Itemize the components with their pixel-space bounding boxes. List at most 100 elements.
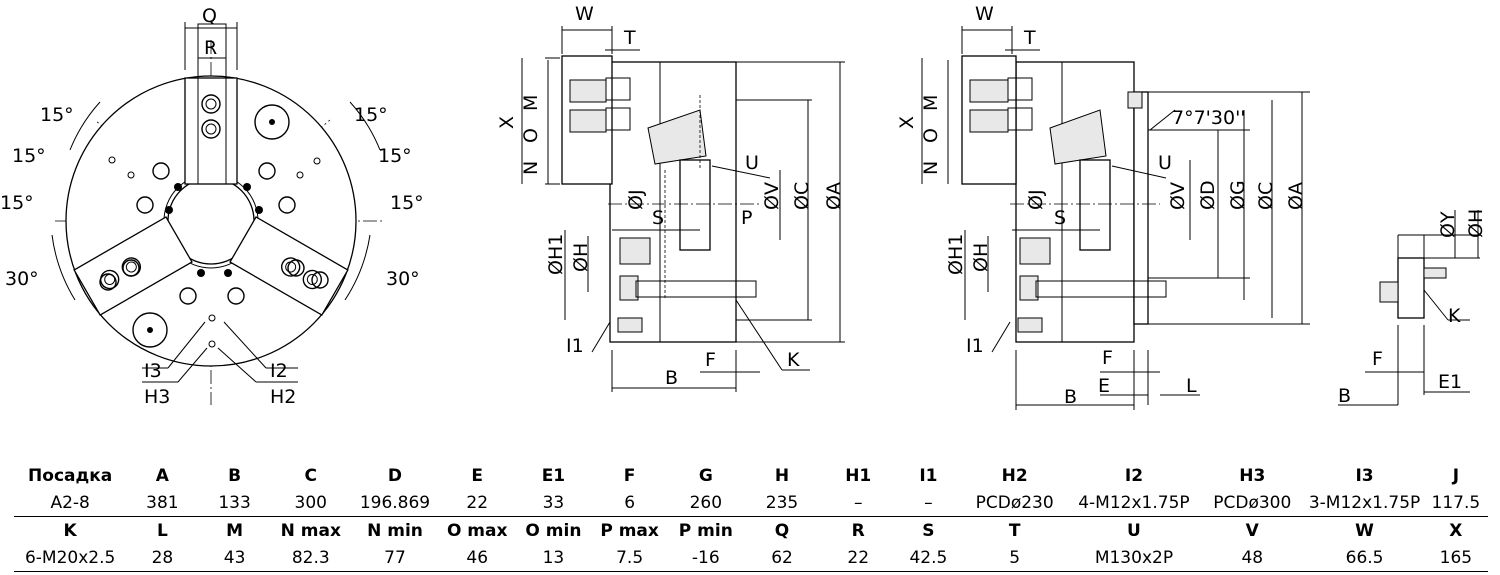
table-cell: M [226, 520, 244, 541]
label-15deg-left-top: 15° [40, 104, 74, 126]
label-S: S [652, 207, 664, 229]
label-L: L [1186, 375, 1197, 397]
table-cell: – [896, 489, 961, 517]
label-G: ØG [1227, 180, 1249, 210]
table-cell: V [1245, 520, 1259, 541]
label-A-2: ØA [1285, 182, 1307, 210]
label-H3: H3 [144, 386, 170, 408]
label-15deg-right-low: 15° [390, 192, 424, 214]
table-cell: E1 [541, 465, 566, 486]
table-cell: Посадка [28, 465, 113, 486]
table-cell: E [471, 465, 484, 486]
table-row-1: A2-8 381 133 300 196.869 22 33 6 260 235… [14, 489, 1488, 517]
table-cell: W [1355, 520, 1374, 541]
table-cell: S [922, 520, 935, 541]
front-view: Q R 15° 15° 15° 15° 15° 15° 30° 30° I3 H… [0, 5, 424, 408]
table-cell: Q [774, 520, 790, 541]
label-F-detail: F [1372, 348, 1383, 370]
label-T: T [623, 27, 636, 49]
label-M-2: M [920, 95, 942, 111]
table-cell: 7.5 [591, 544, 668, 572]
table-cell: 82.3 [270, 544, 351, 572]
label-C-2: ØC [1255, 182, 1277, 210]
label-K: K [787, 349, 800, 371]
table-cell: 260 [667, 489, 744, 517]
label-E1-detail: E1 [1438, 371, 1462, 393]
label-F: F [705, 349, 716, 371]
label-O: O [520, 128, 542, 143]
table-cell: F [623, 465, 636, 486]
label-C: ØC [791, 182, 813, 210]
table-row-2: 6-M20x2.5 28 43 82.3 77 46 13 7.5 -16 62… [14, 544, 1488, 572]
table-cell: 3-M12x1.75P [1305, 489, 1424, 517]
label-K-detail: K [1448, 305, 1461, 327]
label-O-2: O [920, 128, 942, 143]
table-cell: B [228, 465, 242, 486]
table-cell: P min [678, 520, 733, 541]
table-cell: H2 [1001, 465, 1028, 486]
label-I2: I2 [270, 360, 288, 382]
label-X-2: X [896, 116, 918, 129]
table-cell: 165 [1423, 544, 1488, 572]
table-header-row-1: Посадка A B C D E E1 F G H H1 I1 H2 I2 H… [14, 462, 1488, 489]
label-U: U [745, 152, 759, 174]
label-A: ØA [823, 182, 845, 210]
label-H1-2: ØH1 [945, 234, 967, 275]
label-D: ØD [1197, 180, 1219, 210]
table-cell: 42.5 [896, 544, 961, 572]
table-header-row-2: K L M N max N min O max O min P max P mi… [14, 517, 1488, 545]
table-cell: P max [600, 520, 659, 541]
table-cell: 381 [126, 489, 199, 517]
label-S-2: S [1054, 207, 1066, 229]
table-cell: A [155, 465, 169, 486]
side-view-1: W T X M O N U ØJ S P ØV ØC ØA ØH1 ØH I1 … [496, 3, 845, 392]
label-J-2: ØJ [1025, 189, 1047, 210]
label-Y: ØY [1437, 211, 1459, 238]
table-cell: A2-8 [14, 489, 127, 517]
label-15deg-right-top: 15° [354, 104, 388, 126]
label-Q: Q [202, 5, 217, 27]
table-cell: G [698, 465, 713, 486]
table-cell: 196.869 [350, 489, 440, 517]
label-W: W [575, 3, 594, 25]
label-30deg-left: 30° [5, 268, 39, 290]
table-cell: L [156, 520, 168, 541]
label-H: ØH [570, 243, 592, 272]
table-cell: J [1452, 465, 1460, 486]
table-cell: 133 [198, 489, 271, 517]
label-V-2: ØV [1167, 182, 1189, 210]
table-cell: 117.5 [1423, 489, 1488, 517]
table-cell: 6-M20x2.5 [14, 544, 127, 572]
label-H1: ØH1 [545, 234, 567, 275]
table-cell: 235 [743, 489, 821, 517]
technical-drawing: Q R 15° 15° 15° 15° 15° 15° 30° 30° I3 H… [0, 3, 1487, 410]
label-P: P [741, 207, 752, 229]
table-cell: 46 [439, 544, 516, 572]
label-15deg-right-mid: 15° [378, 145, 412, 167]
detail-view: ØY ØH K F E1 B [1338, 209, 1487, 407]
label-H2: H2 [270, 386, 296, 408]
table-cell: H1 [845, 465, 872, 486]
label-V: ØV [761, 182, 783, 210]
label-30deg-right: 30° [386, 268, 420, 290]
label-M: M [520, 95, 542, 111]
label-N-2: N [920, 161, 942, 175]
table-cell: U [1127, 520, 1141, 541]
spec-table: Посадка A B C D E E1 F G H H1 I1 H2 I2 H… [14, 462, 1488, 572]
label-B-2: B [1064, 386, 1077, 408]
table-cell: I1 [919, 465, 938, 486]
label-W-2: W [975, 3, 994, 25]
label-15deg-left-low: 15° [0, 192, 34, 214]
table-cell: 62 [743, 544, 821, 572]
table-cell: 4-M12x1.75P [1068, 489, 1200, 517]
table-cell: O min [525, 520, 582, 541]
label-I1: I1 [566, 335, 584, 357]
table-cell: PCDø300 [1199, 489, 1306, 517]
table-cell: N min [367, 520, 423, 541]
label-T-2: T [1023, 27, 1036, 49]
label-H-2: ØH [970, 243, 992, 272]
table-cell: D [387, 465, 403, 486]
table-cell: K [63, 520, 77, 541]
table-cell: I2 [1124, 465, 1144, 486]
table-cell: – [820, 489, 897, 517]
